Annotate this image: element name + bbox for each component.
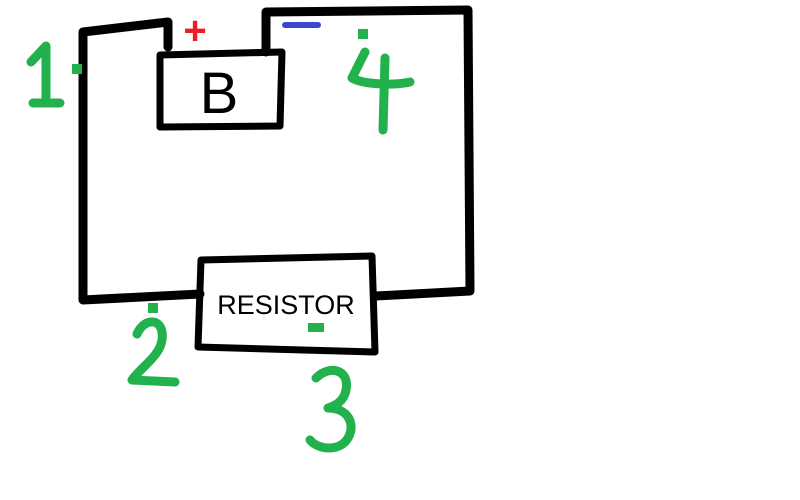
battery-label: B (200, 61, 239, 126)
point-2-label (127, 317, 180, 387)
battery-box (156, 48, 286, 131)
positive-terminal-sign: + (183, 9, 206, 53)
point-3-dot (308, 323, 324, 332)
point-4-dot (358, 29, 368, 39)
point-3-label (305, 365, 356, 453)
battery: B (156, 48, 286, 131)
point-1-label (26, 41, 65, 108)
resistor-box (194, 252, 379, 356)
point-3-number: 3 (330, 419, 331, 421)
point-3 (305, 323, 356, 453)
point-1 (26, 41, 82, 108)
point-1-dot (72, 64, 82, 74)
resistor: RESISTOR (194, 252, 379, 356)
point-2 (127, 303, 180, 387)
circuit-wire (78, 5, 475, 305)
point-4 (347, 29, 415, 135)
point-4-label (347, 47, 415, 135)
positive-sign: + (183, 9, 206, 53)
resistor-label: RESISTOR (217, 290, 355, 320)
point-2-dot (148, 303, 158, 313)
